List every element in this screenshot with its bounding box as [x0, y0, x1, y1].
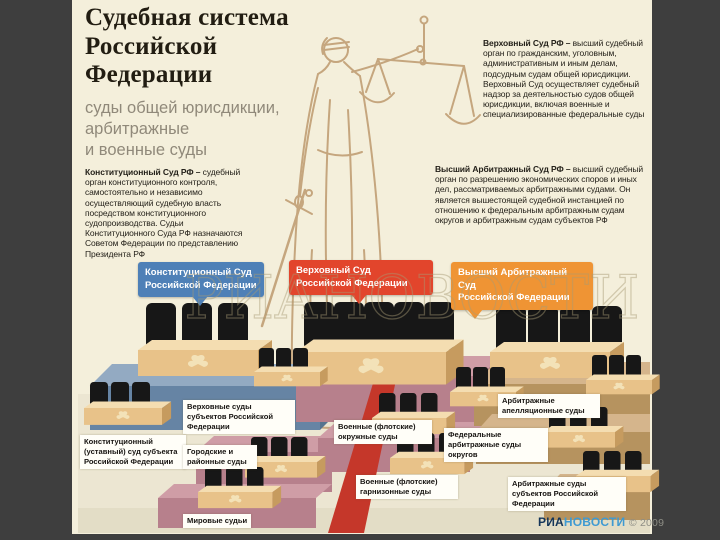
- brand-ria: РИА: [538, 515, 564, 529]
- bubble-line: Высший Арбитражный Суд: [458, 267, 568, 291]
- bubble-supreme-court: Верховный Суд Российской Федерации: [289, 260, 433, 305]
- bubble-constitutional-court: Конституционный Суд Российской Федерации: [138, 262, 264, 307]
- bubble-line: Верховный Суд: [296, 265, 371, 276]
- supreme-court-description: Верховный Суд РФ – высший судебный орган…: [483, 38, 648, 120]
- subtitle-line: суды общей юрисдикции,: [85, 99, 280, 117]
- subtitle-line: арбитражные: [85, 120, 190, 139]
- label-federal-arbitration-okrug-courts: Федеральные арбитражные суды округов: [444, 428, 548, 462]
- description-text: судебный орган конституционного контроля…: [85, 167, 243, 259]
- description-lead: Конституционный Суд РФ –: [85, 167, 203, 177]
- page-subtitle: суды общей юрисдикции, арбитражные и вое…: [85, 98, 315, 161]
- label-military-garrison-courts: Военные (флотские) гарнизонные суды: [356, 475, 458, 499]
- label-supreme-subject-courts: Верховные суды субъектов Российской Феде…: [183, 400, 295, 434]
- bubble-arbitration-court: Высший Арбитражный Суд Российской Федера…: [451, 262, 593, 319]
- description-lead: Верховный Суд РФ –: [483, 38, 573, 48]
- copyright: © 2009: [628, 517, 665, 529]
- description-text: высший судебный орган по гражданским, уг…: [483, 38, 645, 120]
- title-line: Российской: [85, 32, 218, 60]
- bubble-line: Российской Федерации: [145, 279, 257, 291]
- label-arbitration-subject-courts: Арбитражные суды субъектов Российской Фе…: [508, 477, 626, 511]
- page-title: Судебная система Российской Федерации: [85, 4, 335, 90]
- label-city-district-courts: Городские и районные суды: [183, 445, 257, 469]
- label-magistrates: Мировые судьи: [183, 514, 252, 528]
- subtitle-line: и военные суды: [85, 141, 208, 160]
- brand-novosti: НОВОСТИ: [563, 515, 626, 529]
- label-constitutional-subject-court: Конституционный (уставный) суд субъекта …: [80, 435, 186, 469]
- bubble-line: Российской Федерации: [458, 292, 570, 304]
- description-text: высший судебный орган по разрешению экон…: [435, 164, 644, 225]
- title-line: Судебная система: [85, 4, 289, 31]
- ria-novosti-logo: РИАНОВОСТИ © 2009: [538, 515, 664, 529]
- bubble-line: Конституционный Суд: [145, 267, 252, 278]
- title-line: Федерации: [85, 61, 213, 88]
- label-arbitration-appeal-courts: Арбитражные апелляционные суды: [498, 394, 600, 418]
- constitutional-court-description: Конституционный Суд РФ – судебный орган …: [85, 167, 250, 259]
- bubble-line: Российской Федерации: [296, 277, 408, 289]
- description-lead: Высший Арбитражный Суд РФ –: [435, 164, 573, 174]
- label-military-district-courts: Военные (флотские) окружные суды: [334, 420, 432, 444]
- arbitration-court-description: Высший Арбитражный Суд РФ – высший судеб…: [435, 164, 651, 225]
